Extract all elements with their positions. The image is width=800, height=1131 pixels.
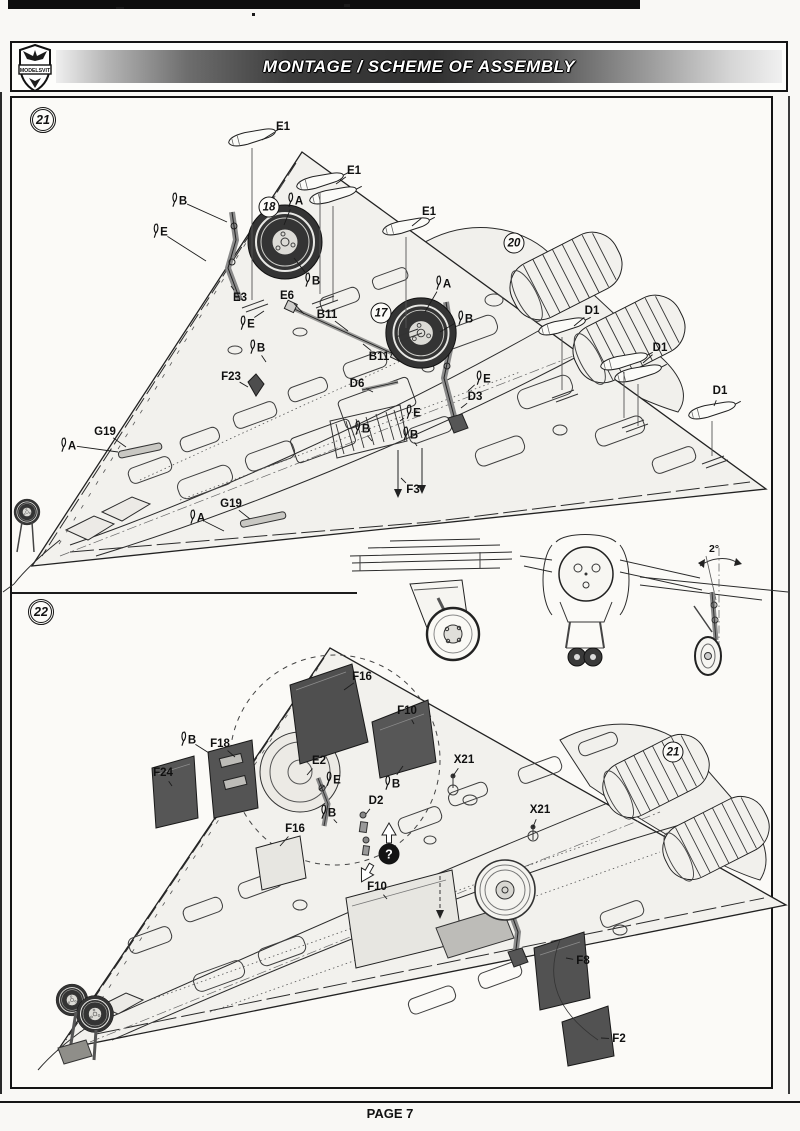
scan-speck	[344, 4, 350, 7]
scan-edge-artifact	[8, 0, 640, 9]
logo-shield-icon: MODELSVIT	[18, 43, 52, 93]
step22-drawing	[37, 647, 788, 1071]
scan-edge-artifact	[0, 92, 2, 1094]
title-banner: MONTAGE / SCHEME OF ASSEMBLY	[56, 50, 782, 83]
header: MODELSVIT MONTAGE / SCHEME OF ASSEMBLY	[10, 41, 788, 93]
angle-label: 2°	[708, 543, 720, 555]
page-number: PAGE 7	[366, 1106, 414, 1121]
footer-rule	[0, 1101, 800, 1103]
scan-speck	[116, 7, 124, 9]
scan-speck	[252, 13, 255, 16]
page-title: MONTAGE / SCHEME OF ASSEMBLY	[262, 56, 576, 76]
inset-front-view	[519, 534, 703, 667]
step-divider-line	[12, 592, 357, 594]
step21-drawing	[2, 123, 768, 593]
scan-edge-artifact	[788, 96, 790, 1094]
logo-text: MODELSVIT	[20, 68, 51, 74]
inset-main-gear-angle	[639, 548, 789, 676]
modelsvit-logo: MODELSVIT	[17, 43, 53, 97]
inset-side-view	[349, 538, 513, 662]
